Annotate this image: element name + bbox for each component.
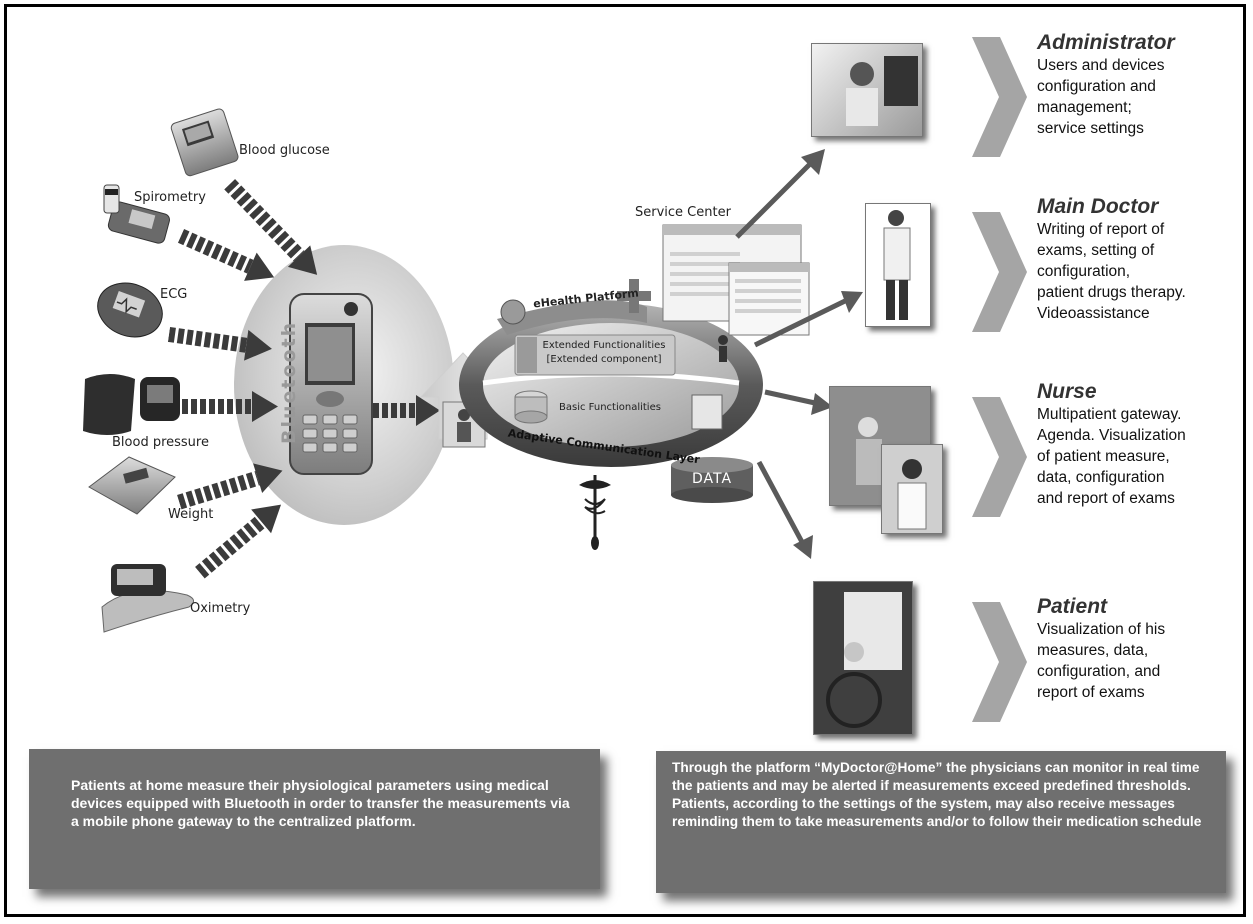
role-description: Users and devices configuration and mana… <box>1037 55 1175 139</box>
extended-line-1: Extended Functionalities <box>542 340 666 351</box>
basic-functionalities-label: Basic Functionalities <box>559 402 661 413</box>
ecg-device <box>97 282 163 338</box>
extended-functionalities-label: Extended Functionalities [Extended compo… <box>539 339 669 367</box>
blood-glucose-device <box>170 108 239 177</box>
role-description: Visualization of his measures, data, con… <box>1037 619 1165 703</box>
ecg-label: ECG <box>160 287 188 302</box>
blood-pressure-label: Blood pressure <box>112 435 209 450</box>
platform-description: Through the platform “MyDoctor@Home” the… <box>656 751 1226 893</box>
role-desc-line: Writing of report of <box>1037 221 1165 238</box>
home-measurement-description: Patients at home measure their physiolog… <box>29 749 600 889</box>
role-desc-line: service settings <box>1037 120 1144 137</box>
mobile-phone <box>289 293 373 475</box>
role-desc-line: Visualization of his <box>1037 621 1166 638</box>
role-desc-line: configuration, <box>1037 263 1131 280</box>
patient-photo <box>813 581 913 735</box>
illustration <box>83 37 1027 722</box>
main-doctor-photo <box>865 203 931 327</box>
spirometry-device <box>103 184 170 244</box>
role-desc-line: Agenda. Visualization <box>1037 427 1186 444</box>
bluetooth-label: Bluetooth <box>278 320 300 444</box>
spirometry-label: Spirometry <box>134 190 206 205</box>
role-title: Administrator <box>1037 31 1175 54</box>
blood-pressure-device <box>83 374 180 435</box>
role-arrows <box>735 149 863 559</box>
oximetry-label: Oximetry <box>190 601 251 616</box>
role-desc-line: patient drugs therapy. <box>1037 284 1186 301</box>
caduceus-icon <box>579 475 611 550</box>
role-desc-line: management; <box>1037 99 1132 116</box>
diagram-frame: Blood glucose Spirometry ECG Blood press… <box>4 4 1246 917</box>
role-desc-line: measures, data, <box>1037 642 1149 659</box>
role-nurse: Nurse Multipatient gateway. Agenda. Visu… <box>1037 380 1186 509</box>
role-desc-line: exams, setting of <box>1037 242 1155 259</box>
role-description: Writing of report of exams, setting of c… <box>1037 219 1186 324</box>
platform-description-para-1: Through the platform “MyDoctor@Home” the… <box>672 760 1200 793</box>
home-measurement-text: Patients at home measure their physiolog… <box>71 777 570 829</box>
administrator-photo <box>811 43 923 137</box>
role-chevrons <box>972 37 1027 722</box>
role-title: Main Doctor <box>1037 195 1159 218</box>
service-center-screens <box>662 224 810 336</box>
nurse-photo-2 <box>881 444 943 534</box>
role-main-doctor: Main Doctor Writing of report of exams, … <box>1037 195 1186 324</box>
role-title: Nurse <box>1037 380 1097 403</box>
extended-line-2: [Extended component] <box>546 354 662 365</box>
role-desc-line: Users and devices <box>1037 57 1165 74</box>
role-desc-line: of patient measure, <box>1037 448 1170 465</box>
role-administrator: Administrator Users and devices configur… <box>1037 31 1175 139</box>
oximetry-device <box>101 564 194 633</box>
platform-description-para-2: Patients, according to the settings of t… <box>672 796 1202 829</box>
platform-ring <box>459 279 763 467</box>
service-center-label: Service Center <box>635 205 731 220</box>
data-label: DATA <box>691 471 733 487</box>
role-desc-line: Multipatient gateway. <box>1037 406 1182 423</box>
role-patient: Patient Visualization of his measures, d… <box>1037 595 1165 703</box>
role-description: Multipatient gateway. Agenda. Visualizat… <box>1037 404 1186 509</box>
blood-glucose-label: Blood glucose <box>239 143 330 158</box>
role-desc-line: Videoassistance <box>1037 305 1150 322</box>
weight-device <box>88 456 176 515</box>
role-title: Patient <box>1037 595 1108 618</box>
role-desc-line: configuration and <box>1037 78 1156 95</box>
device-arrows <box>167 179 440 579</box>
data-cylinder <box>671 457 753 503</box>
role-desc-line: and report of exams <box>1037 490 1175 507</box>
role-desc-line: data, configuration <box>1037 469 1165 486</box>
weight-label: Weight <box>168 507 214 522</box>
role-desc-line: configuration, and <box>1037 663 1161 680</box>
role-desc-line: report of exams <box>1037 684 1145 701</box>
